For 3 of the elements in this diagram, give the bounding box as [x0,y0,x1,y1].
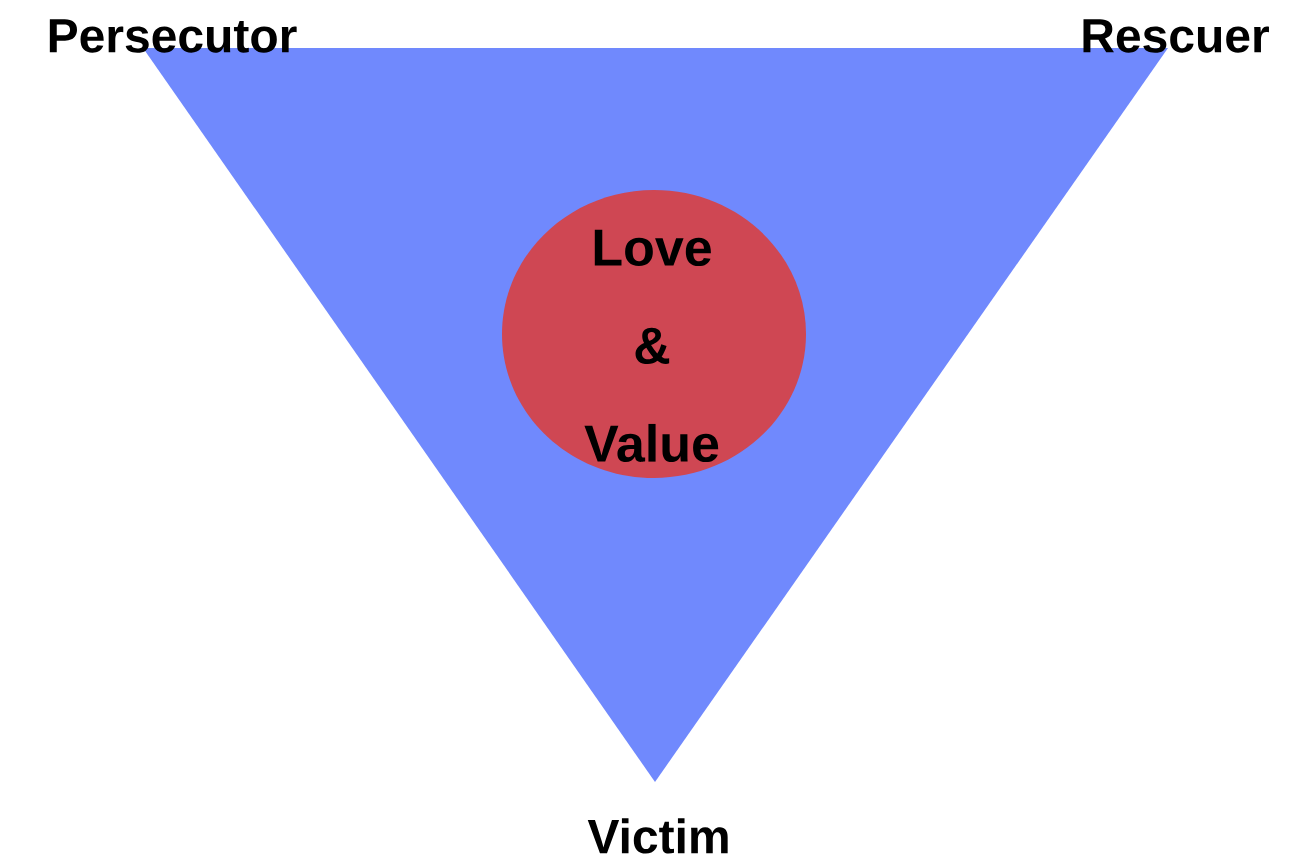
corner-label: Victim [587,818,728,854]
corner-label: Rescuer [1083,19,1269,53]
corner-label: Persecutor [49,19,297,53]
